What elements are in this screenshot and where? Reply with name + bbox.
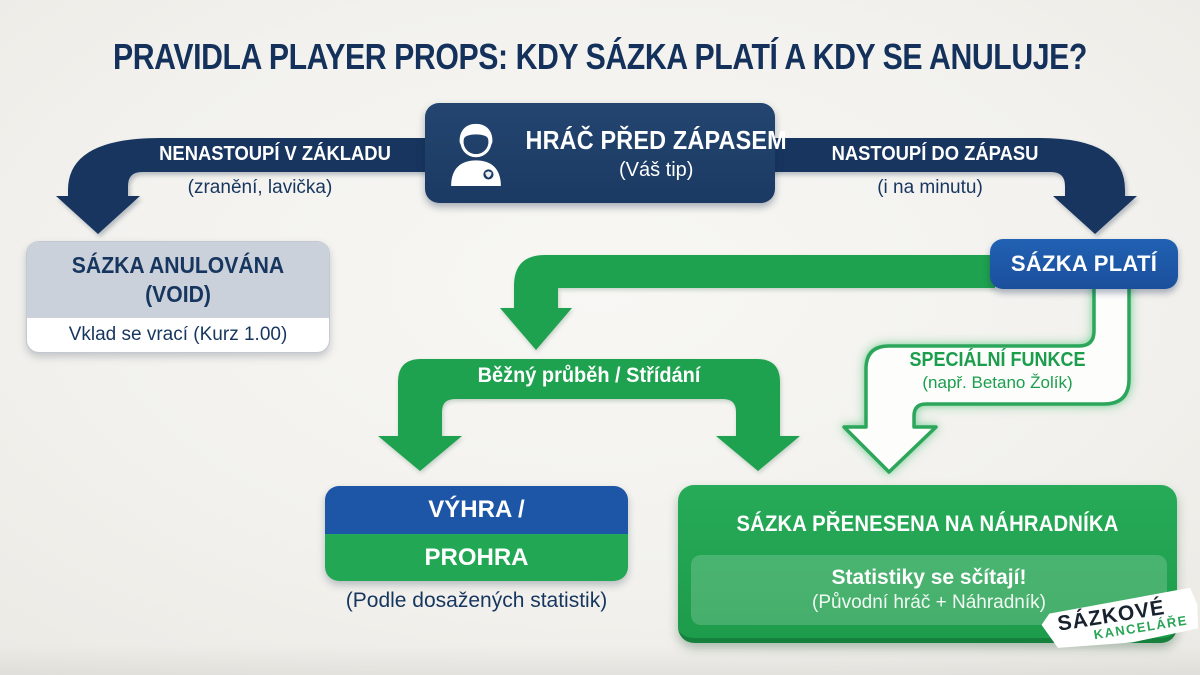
lose-label: PROHRA — [325, 534, 628, 581]
win-label: VÝHRA / — [325, 486, 628, 534]
page-title: PRAVIDLA PLAYER PROPS: KDY SÁZKA PLATÍ A… — [113, 36, 1087, 77]
void-title-line1: SÁZKA ANULOVÁNA — [71, 252, 285, 279]
void-title-line2: (VOID) — [145, 281, 211, 307]
transfer-title: SÁZKA PŘENESENA NA NÁHRADNÍKA — [736, 511, 1119, 536]
branch-right-label: NASTOUPÍ DO ZÁPASU — [831, 143, 1039, 165]
normal-path-label: Běžný průběh / Střídání — [477, 364, 701, 387]
branch-left-sublabel: (zranění, lavička) — [187, 177, 333, 198]
arrow-to-valid — [770, 138, 1137, 234]
transfer-highlight: Statistiky se sčítají! — [831, 566, 1027, 589]
header-box-player-before-match: HRÁČ PŘED ZÁPASEM (Váš tip) — [425, 103, 787, 203]
arrow-normal-paths — [378, 359, 800, 471]
transfer-detail: (Původní hráč + Náhradník) — [812, 592, 1046, 613]
special-function-label: SPECIÁLNÍ FUNKCE — [909, 349, 1086, 371]
win-lose-box: VÝHRA / PROHRA — [325, 486, 628, 581]
arrow-valid-down — [500, 255, 995, 350]
header-subtitle: (Váš tip) — [618, 158, 694, 181]
branch-right-sublabel: (i na minutu) — [877, 177, 983, 198]
void-box: SÁZKA ANULOVÁNA (VOID) Vklad se vrací (K… — [26, 241, 330, 353]
special-function-sublabel: (např. Betano Žolík) — [922, 373, 1073, 392]
bet-valid-box: SÁZKA PLATÍ — [990, 239, 1178, 289]
arrow-to-void — [56, 138, 430, 234]
player-icon — [451, 123, 501, 187]
header-title: HRÁČ PŘED ZÁPASEM — [525, 124, 787, 155]
void-note: Vklad se vrací (Kurz 1.00) — [68, 324, 288, 345]
branch-left-label: NENASTOUPÍ V ZÁKLADU — [159, 143, 391, 165]
transfer-stats-panel: Statistiky se sčítají! (Původní hráč + N… — [691, 555, 1167, 625]
arrow-special-function — [842, 281, 1131, 474]
header-text: HRÁČ PŘED ZÁPASEM (Váš tip) — [511, 125, 813, 182]
void-box-header: SÁZKA ANULOVÁNA (VOID) — [27, 242, 329, 318]
win-lose-caption: (Podle dosažených statistik) — [345, 589, 608, 612]
